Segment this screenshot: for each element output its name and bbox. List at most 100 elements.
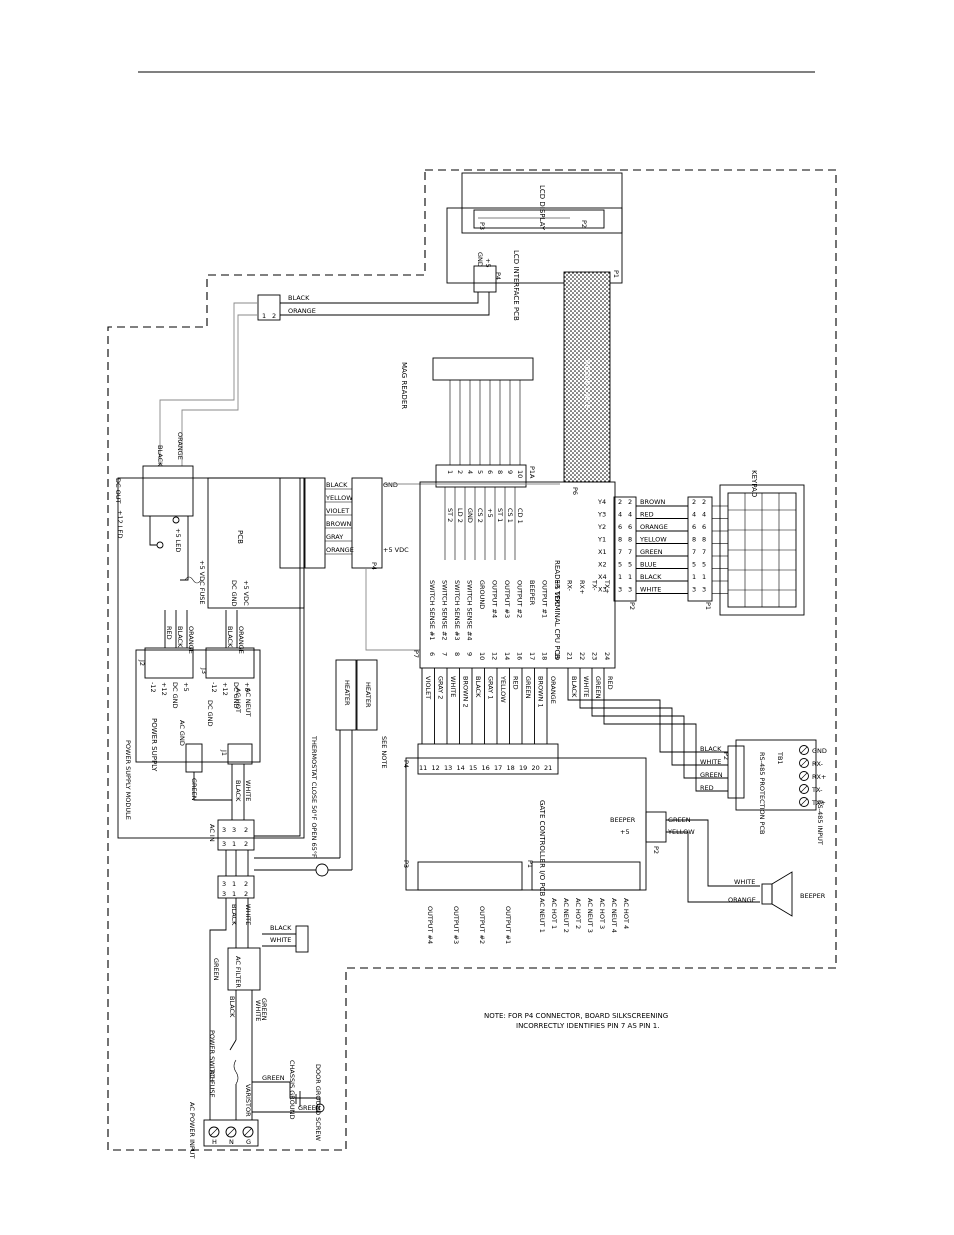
svg-text:KEYPAD: KEYPAD [750, 470, 758, 497]
p7-wire-label: WHITE [449, 676, 457, 697]
svg-text:OUTPUT #2: OUTPUT #2 [516, 580, 524, 618]
p7-wire-label: GRAY 1 [487, 676, 495, 699]
svg-text:AC NEUT 2: AC NEUT 2 [562, 898, 570, 933]
rs-wire-label: GREEN [594, 676, 602, 699]
svg-text:AC HOT: AC HOT [234, 688, 242, 713]
rs485-terminal-screw [799, 797, 809, 807]
p7-pin-number: 8 [453, 652, 461, 656]
rs485-terminal-slot [800, 772, 808, 780]
svg-text:GREEN: GREEN [260, 998, 268, 1021]
rs485-terminal-label: GND [812, 747, 827, 755]
svg-text:THERMOSTAT CLOSE 50°F OPEN 65°: THERMOSTAT CLOSE 50°F OPEN 65°F [310, 735, 318, 858]
p7-pin-number: 21 [566, 652, 574, 660]
keypad-wire-label: BROWN [640, 498, 666, 506]
rs-wire [579, 668, 728, 766]
rs485-terminal-screw [799, 771, 809, 781]
p7-pin-name: OUTPUT #4 [491, 580, 499, 618]
p7-pin-name: +5 VDC [553, 580, 561, 606]
mag-pin-name: +5 [486, 508, 494, 518]
svg-text:21: 21 [566, 652, 574, 660]
p7-wire-label: YELLOW [499, 675, 507, 703]
keypad-row-id: X2 [598, 561, 607, 569]
mag-pin-number: 6 [486, 470, 494, 474]
svg-text:+5: +5 [620, 828, 630, 836]
keypad-row-id: Y3 [597, 511, 606, 519]
svg-text:P7: P7 [412, 650, 420, 658]
svg-text:12: 12 [491, 652, 499, 660]
svg-text:P3: P3 [402, 860, 410, 868]
svg-text:P4: P4 [494, 272, 502, 280]
svg-text:3: 3 [232, 826, 236, 834]
rs485-protection-pcb: P2 RS-485 PROTECTION PCB TB1 RS-485 INPU… [700, 739, 827, 845]
j2-wire-label: BLACK [176, 626, 184, 648]
p7-pin-number: 10 [478, 652, 486, 660]
svg-text:POWER SUPPLY: POWER SUPPLY [150, 718, 158, 772]
keypad-cpu-pin: 4 [628, 511, 632, 519]
p7-pin-number: 12 [491, 652, 499, 660]
rs-wire-label: RED [606, 676, 614, 690]
svg-text:+5 LED: +5 LED [174, 528, 182, 552]
keypad-cpu-pin: 2 [618, 498, 622, 506]
svg-text:BROWN 1: BROWN 1 [537, 676, 545, 708]
p7-pin-name: SWITCH SENSE #1 [428, 580, 436, 641]
svg-text:AC NEUT: AC NEUT [244, 688, 252, 717]
svg-text:OUTPUT #1: OUTPUT #1 [541, 580, 549, 618]
beeper: WHITE ORANGE BEEPER [728, 871, 826, 917]
keypad-p1-pin: 2 [702, 498, 706, 506]
svg-text:RED: RED [165, 626, 173, 640]
svg-text:P2: P2 [580, 220, 588, 228]
svg-text:23: 23 [591, 652, 599, 660]
svg-text:RED: RED [606, 676, 614, 690]
keypad-cpu-pin: 4 [618, 511, 622, 519]
svg-text:AC HOT 2: AC HOT 2 [574, 898, 582, 929]
svg-text:18: 18 [541, 652, 549, 660]
svg-text:OUTPUT #3: OUTPUT #3 [503, 580, 511, 618]
rs485-wire-label: WHITE [700, 758, 721, 766]
svg-text:AC NEUT 3: AC NEUT 3 [586, 898, 594, 933]
p7-wire-label: VIOLET [424, 676, 432, 699]
svg-text:16: 16 [516, 652, 524, 660]
svg-text:AC FUSE: AC FUSE [208, 1070, 216, 1098]
keypad-row-id: Y4 [597, 498, 606, 506]
svg-text:GREEN: GREEN [524, 676, 532, 699]
rs485-terminal-screw [799, 745, 809, 755]
svg-text:1: 1 [262, 312, 266, 320]
keypad-cpu-pin: 6 [618, 523, 622, 531]
p7-wire-label: BROWN 1 [537, 676, 545, 708]
p7-pin-name: RX- [566, 580, 574, 592]
j3-row-label: DC GND [232, 682, 240, 709]
p4-pin-number: 20 [532, 764, 540, 772]
rs-wire [567, 668, 728, 753]
keypad-wire-label: ORANGE [640, 523, 668, 531]
svg-text:BLACK: BLACK [234, 780, 242, 802]
p7-pin-name: GROUND [478, 580, 486, 609]
keypad-p1-pin: 7 [702, 548, 706, 556]
rs485-terminal-label: TX- [811, 786, 823, 794]
keypad-wire-label: WHITE [640, 586, 661, 594]
p7-wire-label: BLACK [474, 676, 482, 698]
svg-text:SWITCH SENSE #3: SWITCH SENSE #3 [453, 580, 461, 641]
p4-pin-number: 16 [482, 764, 490, 772]
svg-text:ORANGE: ORANGE [728, 896, 756, 904]
keypad-cpu-pin: 2 [628, 498, 632, 506]
svg-text:VARISTOR: VARISTOR [244, 1084, 252, 1117]
mag-pin-name: ST 2 [446, 508, 454, 522]
svg-text:POWER SUPPLY MODULE: POWER SUPPLY MODULE [124, 740, 132, 820]
svg-text:WHITE: WHITE [254, 1000, 262, 1021]
rs-wire [591, 668, 728, 779]
svg-text:+5 VDC FUSE: +5 VDC FUSE [198, 560, 206, 604]
j3-row-label: -12 [210, 682, 218, 693]
mag-pin-number: 4 [466, 470, 474, 474]
p7-wire-label: ORANGE [549, 676, 557, 704]
keypad-p1-pin: 4 [692, 511, 696, 519]
svg-text:P4: P4 [370, 562, 378, 570]
rs485-wire-label: GREEN [700, 771, 723, 779]
j2-wire-label: RED [165, 626, 173, 640]
rs485-terminal-label: TX+ [811, 799, 826, 807]
svg-text:2: 2 [244, 840, 248, 848]
p7-wire-label: BROWN 2 [462, 676, 470, 708]
rs-wire-label: WHITE [582, 676, 590, 697]
